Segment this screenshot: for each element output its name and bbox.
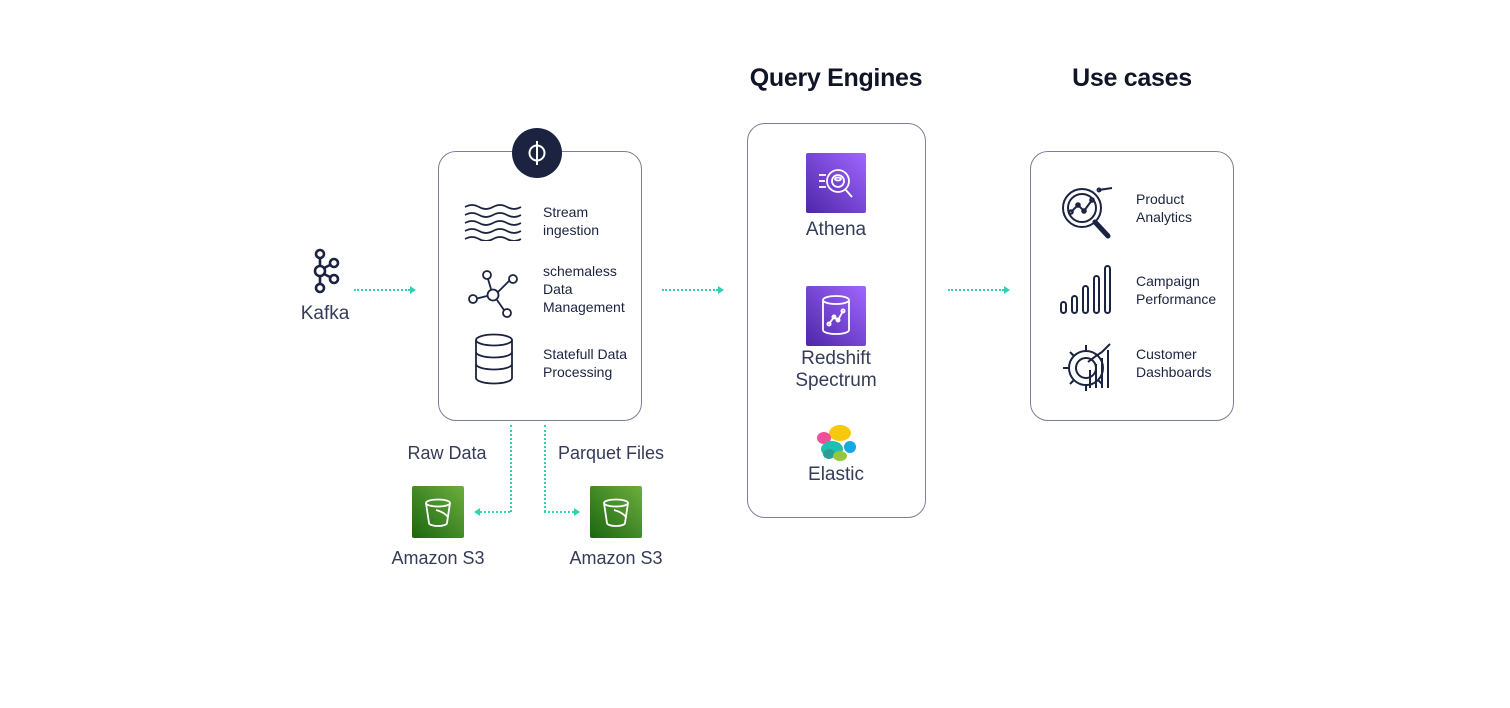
elastic-label: Elastic <box>808 464 864 485</box>
feature-label-schemaless: schemaless Data Management <box>543 263 625 315</box>
flow-arrow-query-head <box>1004 286 1010 294</box>
redshift-spectrum-icon <box>818 294 854 338</box>
heading-query-engines: Query Engines <box>749 64 923 92</box>
flow-arrow-kafka-head <box>410 286 416 294</box>
phi-icon <box>525 138 549 168</box>
raw-connector-horizontal <box>480 511 510 513</box>
redshift-spectrum-tile <box>806 286 866 346</box>
athena-icon <box>816 163 856 203</box>
use-case-label-product: Product Analytics <box>1136 191 1193 225</box>
feature-label-stream: Stream ingestion <box>543 204 600 238</box>
parquet-connector-vertical <box>544 425 546 512</box>
athena-label: Athena <box>805 219 867 240</box>
use-case-label-customer: Customer Dashboards <box>1136 346 1212 380</box>
kafka-label: Kafka <box>300 303 350 324</box>
raw-data-caption: Raw Data <box>407 443 487 463</box>
network-icon <box>467 269 521 319</box>
database-icon <box>473 333 515 385</box>
redshift-spectrum-label: Redshift Spectrum <box>795 348 877 391</box>
flow-arrow-query <box>948 289 1004 291</box>
s3-parquet-label: Amazon S3 <box>569 548 663 568</box>
use-case-label-campaign: Campaign Performance <box>1136 273 1217 307</box>
s3-raw-tile <box>412 486 464 538</box>
s3-raw-label: Amazon S3 <box>391 548 485 568</box>
waves-icon <box>463 203 523 241</box>
s3-bucket-icon <box>422 496 454 528</box>
use-cases-panel <box>1030 151 1234 421</box>
s3-parquet-tile <box>590 486 642 538</box>
raw-connector-vertical <box>510 425 512 512</box>
s3-bucket-icon <box>600 496 632 528</box>
flow-arrow-kafka <box>354 289 410 291</box>
athena-tile <box>806 153 866 213</box>
gear-chart-icon <box>1060 340 1114 394</box>
bar-signal-icon <box>1058 264 1114 316</box>
elastic-icon <box>816 423 856 463</box>
flow-arrow-processing <box>662 289 718 291</box>
feature-label-stateful: Statefull Data Processing <box>543 346 628 380</box>
flow-arrow-processing-head <box>718 286 724 294</box>
parquet-connector-horizontal <box>544 511 574 513</box>
parquet-connector-head <box>574 508 580 516</box>
heading-use-cases: Use cases <box>1072 64 1192 92</box>
magnifier-chart-icon <box>1058 184 1116 240</box>
parquet-files-caption: Parquet Files <box>557 443 665 463</box>
kafka-source: Kafka <box>290 248 360 328</box>
raw-connector-head <box>474 508 480 516</box>
phi-badge <box>512 128 562 178</box>
kafka-icon <box>309 248 341 294</box>
